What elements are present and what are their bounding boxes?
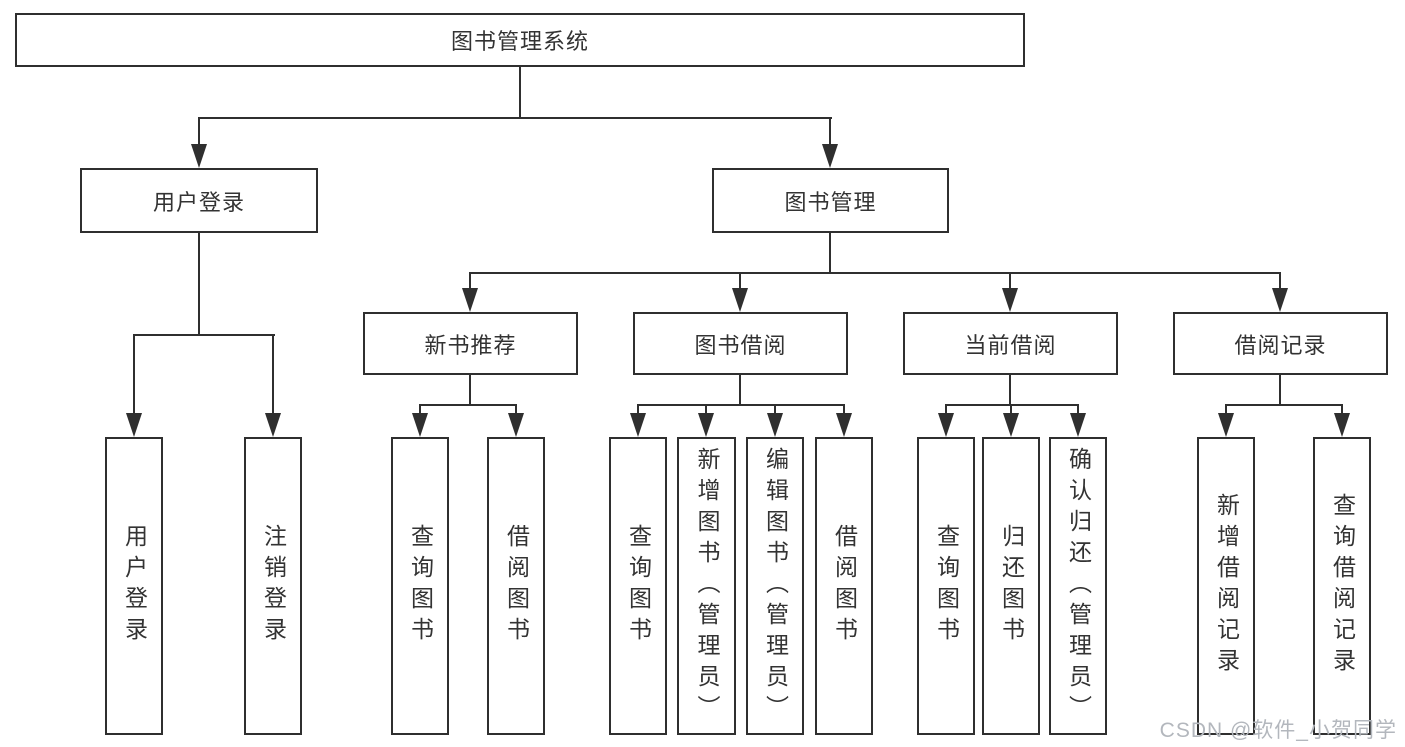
connector-vline (705, 405, 707, 417)
connector-vline (469, 273, 471, 291)
leaf-label: 确认归还（管理员） (1065, 446, 1092, 726)
node-label: 用户登录 (152, 189, 245, 215)
connector-vline (1077, 405, 1079, 417)
leaf-confirm-return-admin: 确认归还（管理员） (1049, 437, 1107, 735)
connector-vline (739, 375, 741, 405)
connector-vline (515, 405, 517, 417)
leaf-borrow-books-2: 借阅图书 (815, 437, 873, 735)
connector-hline (945, 404, 1079, 406)
arrowhead-down-icon (767, 413, 783, 437)
connector-vline (419, 405, 421, 417)
leaf-return-books: 归还图书 (982, 437, 1040, 735)
leaf-label: 查询图书 (407, 524, 434, 648)
arrowhead-down-icon (1334, 413, 1350, 437)
leaf-edit-books-admin: 编辑图书（管理员） (746, 437, 804, 735)
connector-vline (1341, 405, 1343, 417)
arrowhead-down-icon (265, 413, 281, 437)
arrowhead-down-icon (698, 413, 714, 437)
connector-vline (1010, 405, 1012, 417)
leaf-label: 用户登录 (121, 524, 148, 648)
connector-vline (198, 118, 200, 148)
connector-hline (133, 334, 275, 336)
arrowhead-down-icon (938, 413, 954, 437)
node-new-book-recommend: 新书推荐 (363, 312, 578, 375)
leaf-borrow-books-1: 借阅图书 (487, 437, 545, 735)
arrowhead-down-icon (732, 288, 748, 312)
leaf-label: 借阅图书 (503, 524, 530, 648)
leaf-label: 借阅图书 (831, 524, 858, 648)
watermark: CSDN @软件_小贺同学 (1159, 719, 1397, 742)
leaf-query-books-2: 查询图书 (609, 437, 667, 735)
node-book-management: 图书管理 (712, 168, 949, 233)
leaf-user-login: 用户登录 (105, 437, 163, 735)
node-current-borrow: 当前借阅 (903, 312, 1118, 375)
connector-hline (469, 272, 1281, 274)
connector-vline (774, 405, 776, 417)
leaf-label: 查询借阅记录 (1329, 493, 1356, 679)
connector-vline (637, 405, 639, 417)
connector-vline (829, 118, 831, 148)
leaf-query-books-3: 查询图书 (917, 437, 975, 735)
arrowhead-down-icon (462, 288, 478, 312)
node-label: 图书借阅 (694, 332, 787, 358)
leaf-label: 查询图书 (933, 524, 960, 648)
connector-hline (419, 404, 517, 406)
arrowhead-down-icon (1070, 413, 1086, 437)
arrowhead-down-icon (630, 413, 646, 437)
connector-vline (739, 273, 741, 291)
node-label: 借阅记录 (1234, 332, 1327, 358)
node-book-borrow: 图书借阅 (633, 312, 848, 375)
leaf-label: 新增借阅记录 (1213, 493, 1240, 679)
node-label: 当前借阅 (964, 332, 1057, 358)
arrowhead-down-icon (508, 413, 524, 437)
arrowhead-down-icon (191, 144, 207, 168)
leaf-label: 注销登录 (260, 524, 287, 648)
connector-vline (519, 67, 521, 118)
arrowhead-down-icon (1218, 413, 1234, 437)
connector-hline (198, 117, 832, 119)
leaf-add-books-admin: 新增图书（管理员） (677, 437, 736, 735)
arrowhead-down-icon (822, 144, 838, 168)
connector-hline (1225, 404, 1343, 406)
leaf-query-books-1: 查询图书 (391, 437, 449, 735)
connector-vline (1279, 375, 1281, 405)
arrowhead-down-icon (1002, 288, 1018, 312)
arrowhead-down-icon (1003, 413, 1019, 437)
node-label: 图书管理系统 (450, 29, 589, 54)
leaf-add-borrow-record: 新增借阅记录 (1197, 437, 1255, 735)
connector-hline (637, 404, 845, 406)
connector-vline (1225, 405, 1227, 417)
connector-vline (843, 405, 845, 417)
arrowhead-down-icon (836, 413, 852, 437)
arrowhead-down-icon (1272, 288, 1288, 312)
connector-vline (272, 335, 274, 417)
node-root: 图书管理系统 (15, 13, 1025, 67)
leaf-label: 查询图书 (625, 524, 652, 648)
node-label: 图书管理 (784, 189, 877, 215)
connector-vline (1009, 375, 1011, 405)
connector-vline (945, 405, 947, 417)
node-user-login: 用户登录 (80, 168, 318, 233)
node-borrow-records: 借阅记录 (1173, 312, 1388, 375)
connector-vline (198, 233, 200, 335)
leaf-query-borrow-record: 查询借阅记录 (1313, 437, 1371, 735)
arrowhead-down-icon (412, 413, 428, 437)
connector-vline (1009, 273, 1011, 291)
connector-vline (469, 375, 471, 405)
connector-vline (133, 335, 135, 417)
leaf-label: 编辑图书（管理员） (762, 446, 789, 726)
node-label: 新书推荐 (424, 332, 517, 358)
connector-vline (829, 233, 831, 273)
connector-vline (1279, 273, 1281, 291)
leaf-label: 新增图书（管理员） (694, 446, 720, 726)
leaf-label: 归还图书 (998, 524, 1025, 648)
leaf-logout: 注销登录 (244, 437, 302, 735)
arrowhead-down-icon (126, 413, 142, 437)
